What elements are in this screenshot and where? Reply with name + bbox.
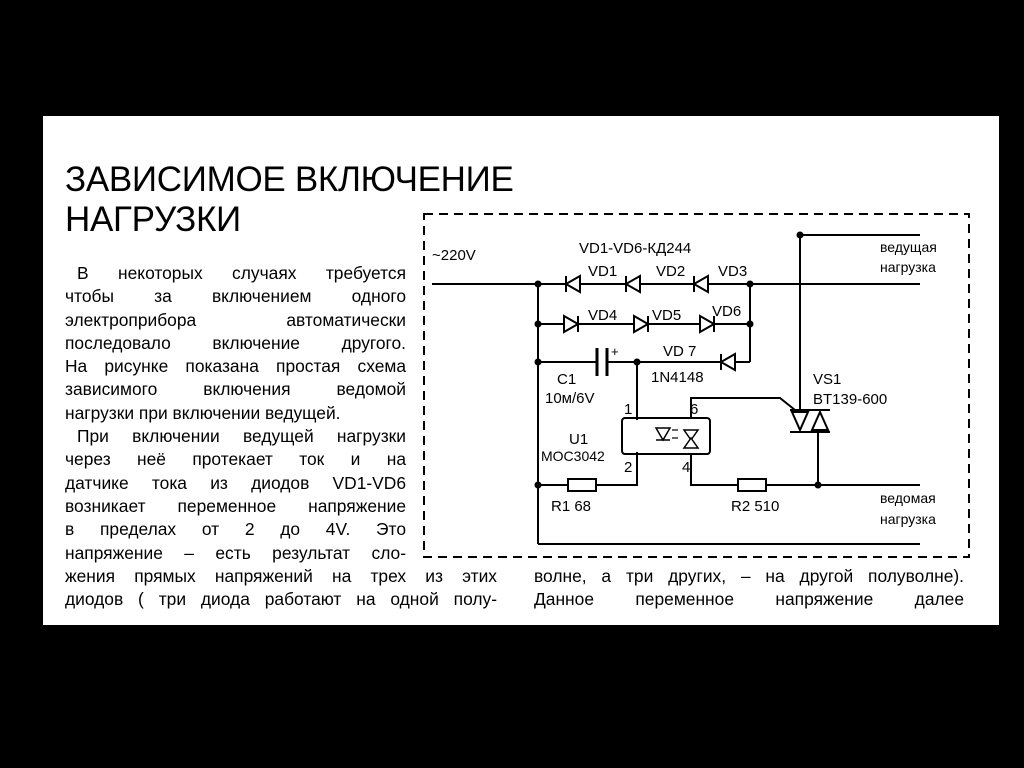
body-line: В некоторых случаях требуется	[77, 263, 406, 283]
label-vd2: VD2	[656, 263, 685, 280]
label-slave-load-1: ведомая	[880, 490, 936, 506]
label-c1: C1	[557, 371, 576, 388]
label-c1-value: 10м/6V	[545, 390, 595, 407]
resistor-r2	[737, 478, 818, 492]
body-line: чтобы за включением одного	[65, 286, 406, 307]
body-line: зависимого включения ведомой	[65, 379, 406, 400]
capacitor-c1	[538, 348, 720, 376]
body-text-bottom-right: волне, а три других, – на другой полувол…	[534, 565, 964, 612]
body-line: При включении ведущей нагрузки	[77, 426, 406, 447]
diode-vd3	[691, 274, 750, 294]
body-text-bottom-left: жения прямых напряжений на трех из этих …	[65, 565, 497, 612]
label-vs1: VS1	[813, 371, 841, 388]
label-diode-type: VD1-VD6-КД244	[579, 240, 691, 257]
body-line: возникает переменное напряжение	[65, 495, 406, 516]
label-pin-1: 1	[624, 401, 632, 418]
label-vd3: VD3	[718, 263, 747, 280]
circuit-schematic: ~220V VD1-VD6-КД244 ведущая нагрузка VD1…	[423, 213, 970, 558]
body-line: нагрузки при включении ведущей.	[65, 402, 341, 423]
body-line: Данное переменное напряжение далее	[534, 589, 964, 610]
label-vd7: VD 7	[663, 343, 696, 360]
body-line: последовало включение другого.	[65, 332, 406, 353]
body-text-left-column: В некоторых случаях требуется чтобы за в…	[65, 262, 406, 565]
diode-vd7	[718, 352, 750, 372]
body-line: напряжение – есть результат сло-	[65, 542, 406, 563]
label-r2: R2 510	[731, 498, 779, 515]
label-c1-plus: +	[611, 344, 619, 359]
label-u1-type: MOC3042	[541, 448, 605, 464]
body-line: На рисунке показана простая схема	[65, 356, 406, 377]
label-vd5: VD5	[652, 307, 681, 324]
resistor-r1	[538, 478, 610, 492]
label-master-load-2: нагрузка	[880, 259, 936, 275]
label-pin-2: 2	[624, 459, 632, 476]
title-line-2: НАГРУЗКИ	[65, 200, 241, 239]
label-slave-load-2: нагрузка	[880, 511, 936, 527]
label-master-load-1: ведущая	[880, 239, 937, 255]
label-u1: U1	[569, 431, 588, 448]
diode-vd5	[633, 314, 700, 334]
body-line: волне, а три других, – на другой полувол…	[534, 566, 964, 586]
body-line: электроприбора автоматически	[65, 309, 406, 330]
diode-vd6	[699, 314, 750, 334]
body-line: датчике тока из диодов VD1-VD6	[65, 472, 406, 493]
label-r1: R1 68	[551, 498, 591, 515]
label-pin-6: 6	[690, 401, 698, 418]
slave-load-line	[538, 484, 920, 545]
triac-vs1	[790, 235, 830, 485]
label-vd4: VD4	[588, 307, 617, 324]
diode-vd2	[623, 274, 694, 294]
page-sheet: ЗАВИСИМОЕ ВКЛЮЧЕНИЕ НАГРУЗКИ В некоторых…	[43, 116, 999, 625]
page-title: ЗАВИСИМОЕ ВКЛЮЧЕНИЕ НАГРУЗКИ	[65, 160, 514, 240]
schematic-dashed-frame	[423, 213, 970, 558]
body-line: через неё протекает ток и на	[65, 449, 406, 470]
label-vd7-type: 1N4148	[651, 369, 704, 386]
diode-vd1	[560, 274, 626, 294]
label-pin-4: 4	[682, 459, 690, 476]
optocoupler-u1	[621, 417, 711, 455]
junction-dots	[534, 231, 822, 489]
body-line: диодов ( три диода работают на одной пол…	[65, 589, 497, 610]
label-vd6: VD6	[712, 303, 741, 320]
body-line: жения прямых напряжений на трех из этих	[65, 566, 497, 586]
label-vs1-type: BT139-600	[813, 391, 887, 408]
label-supply: ~220V	[432, 247, 476, 264]
label-vd1: VD1	[588, 263, 617, 280]
title-line-1: ЗАВИСИМОЕ ВКЛЮЧЕНИЕ	[65, 160, 514, 199]
diode-vd4	[563, 314, 634, 334]
body-line: в пределах от 2 до 4V. Это	[65, 519, 406, 540]
